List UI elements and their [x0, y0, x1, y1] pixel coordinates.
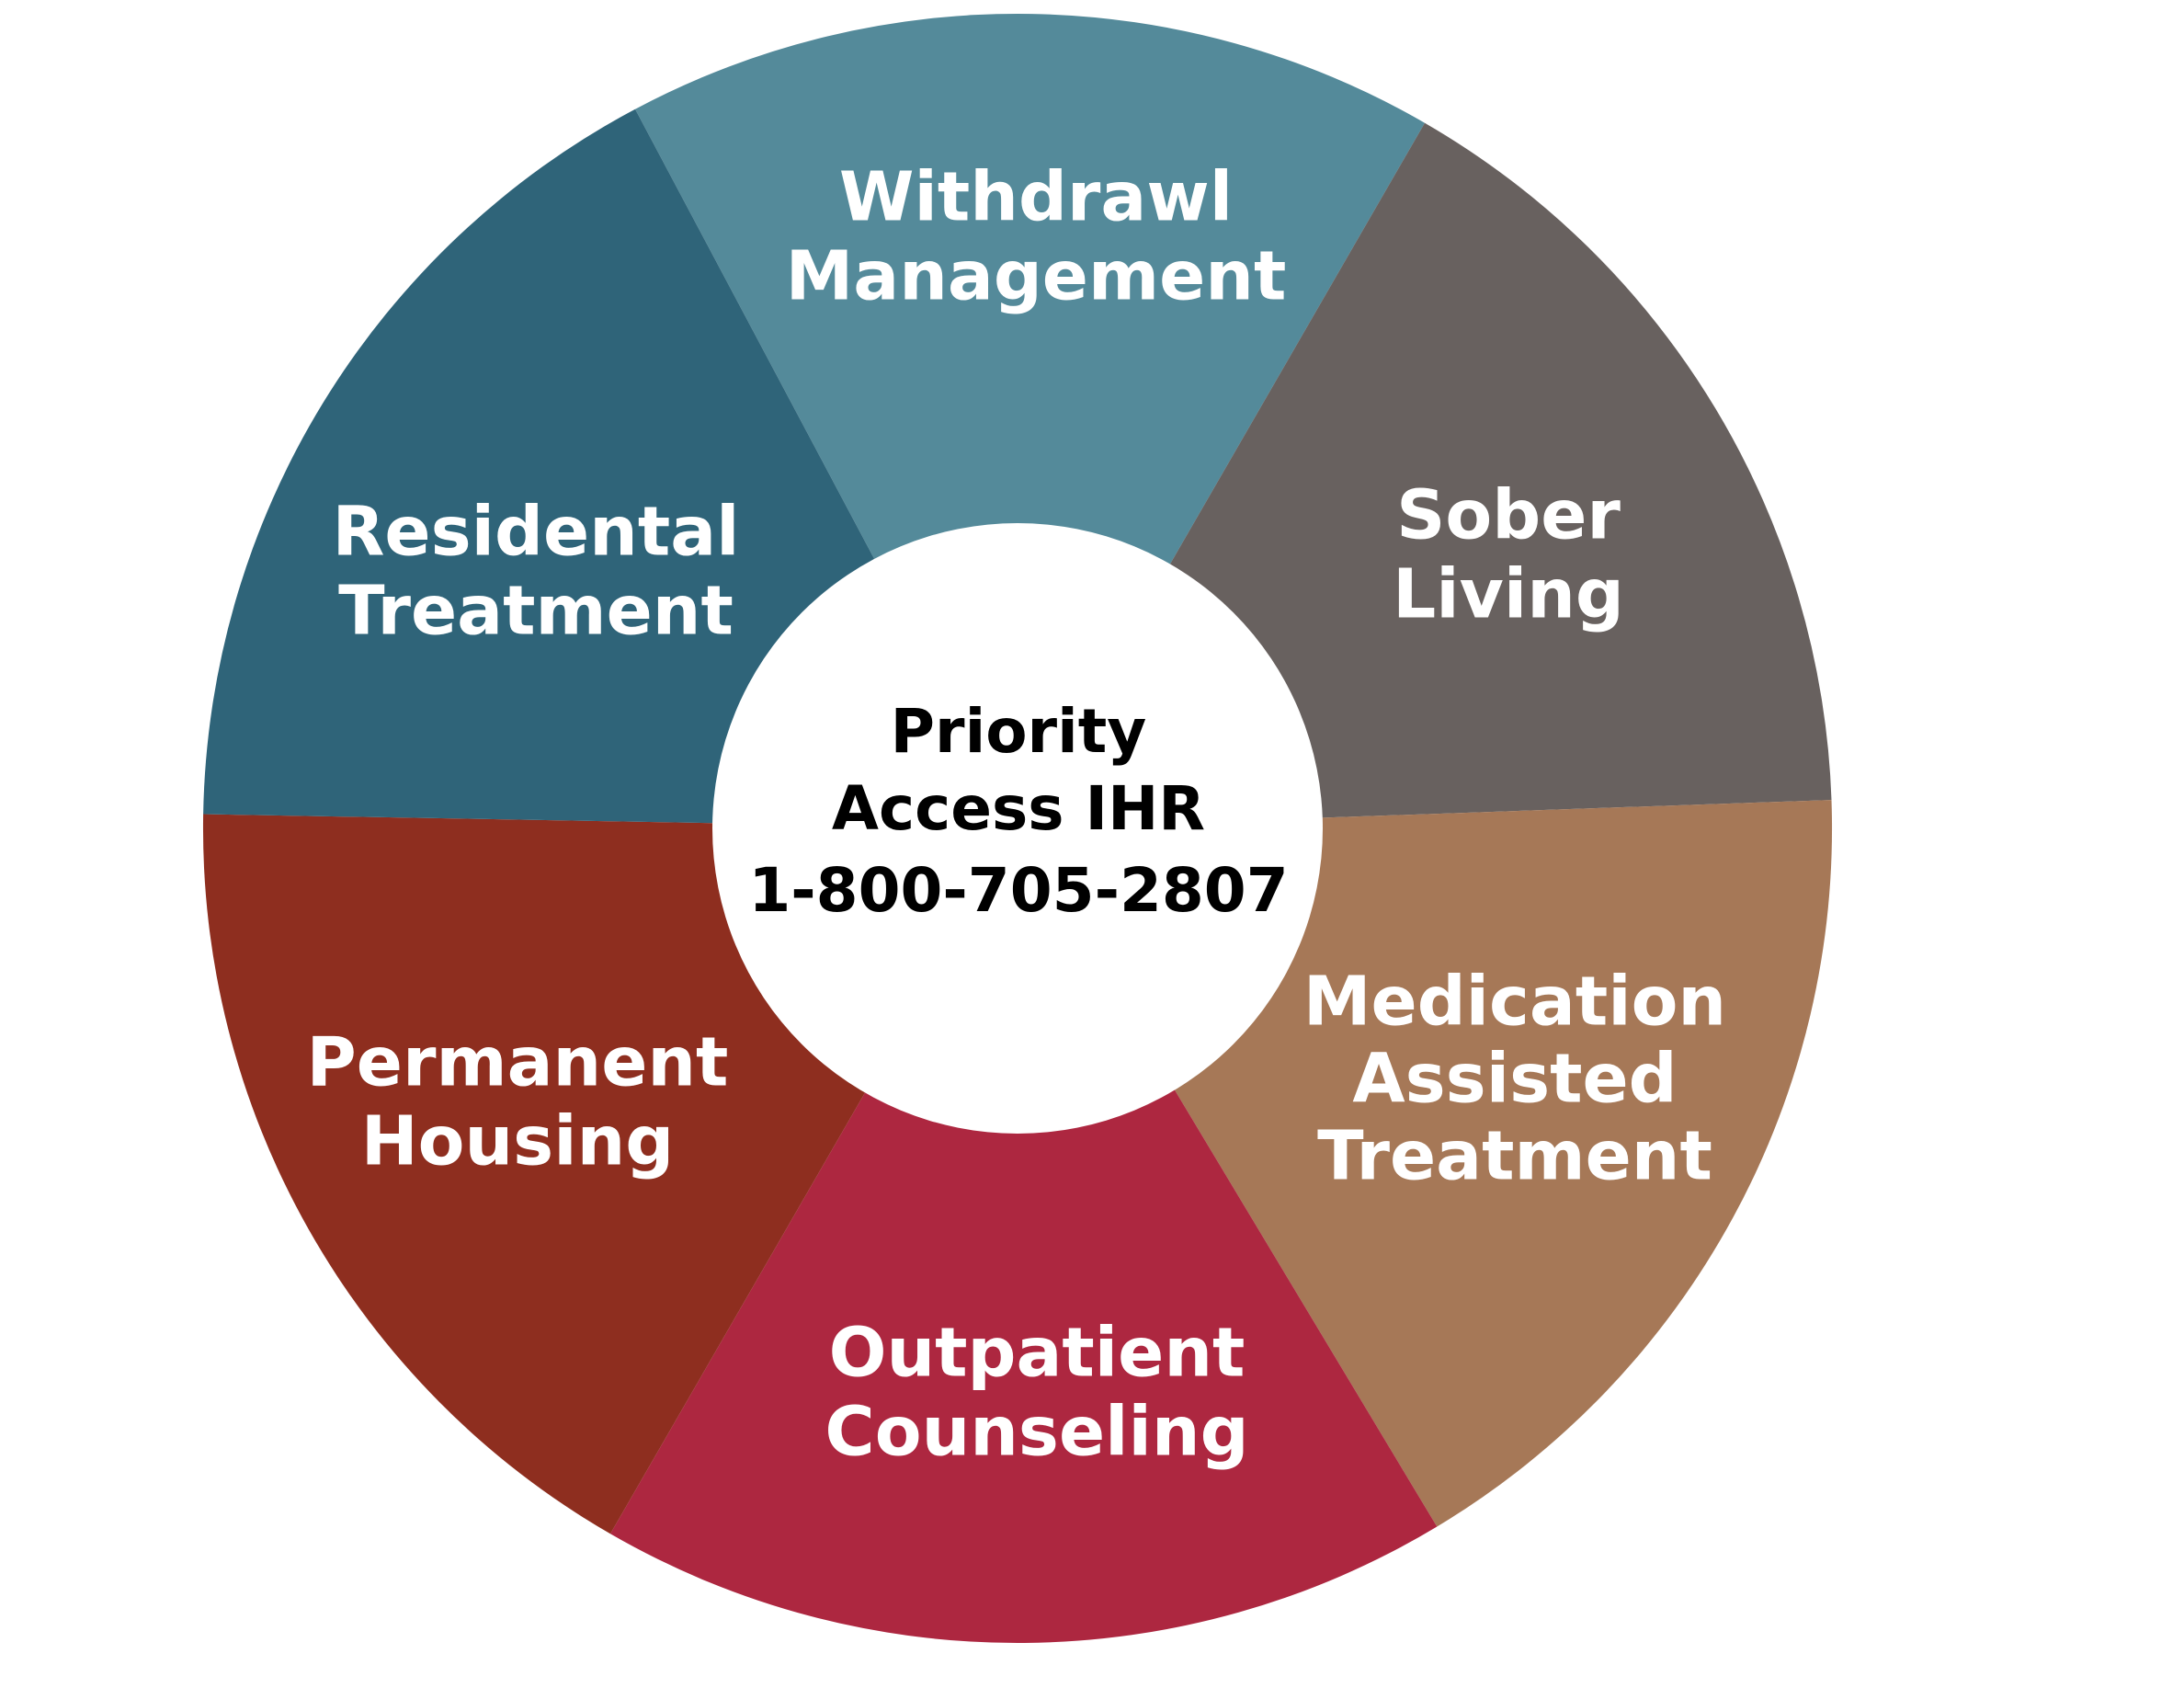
label-residental-treatment-line-2: Treatment	[338, 572, 734, 651]
label-permanent-housing-line-1: Permanent	[307, 1023, 729, 1102]
center-line-2: Access IHR	[832, 773, 1205, 844]
center-phone-number: 1-800-705-2807	[748, 855, 1288, 926]
label-residental-treatment-line-1: Residental	[332, 493, 739, 572]
center-circle	[712, 523, 1323, 1134]
segment-outpatient-counseling	[610, 828, 1438, 1644]
label-outpatient-counseling-line-1: Outpatient	[829, 1314, 1246, 1393]
label-withdrawl-management-line-2: Management	[786, 237, 1287, 316]
labels-layer: WithdrawlManagementSoberLivingMedication…	[307, 158, 1727, 1472]
label-sober-living-line-2: Living	[1393, 555, 1624, 634]
center-text: Priority Access IHR 1-800-705-2807	[748, 696, 1288, 926]
center-line-1: Priority	[891, 696, 1147, 767]
label-permanent-housing-line-2: Housing	[361, 1102, 675, 1181]
label-outpatient-counseling-line-2: Counseling	[825, 1393, 1248, 1472]
label-medication-assisted-treatment-line-1: Medication	[1303, 963, 1726, 1042]
segment-withdrawl-management	[635, 13, 1425, 829]
label-withdrawl-management-line-1: Withdrawl	[839, 158, 1233, 237]
label-medication-assisted-treatment-line-3: Treatment	[1317, 1117, 1712, 1196]
label-medication-assisted-treatment-line-2: Assisted	[1352, 1040, 1677, 1119]
label-sober-living-line-1: Sober	[1396, 476, 1621, 555]
